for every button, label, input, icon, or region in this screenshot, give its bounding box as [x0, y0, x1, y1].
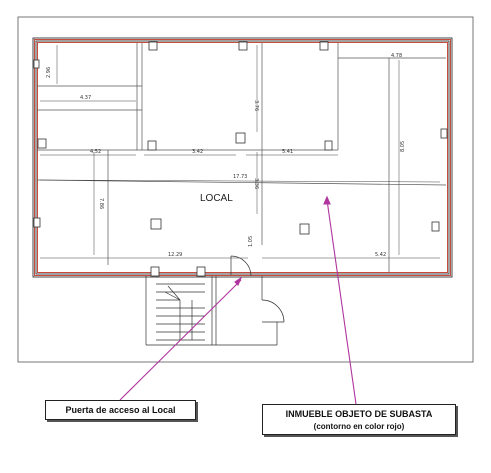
dim-top-right-horizontal: 4.78	[391, 53, 402, 59]
dim-mid-left-horizontal: 4.52	[90, 149, 101, 155]
outer-walls	[32, 37, 453, 278]
dim-mid-center-left: 3.42	[192, 149, 203, 155]
callout-door-access: Puerta de acceso al Local	[45, 400, 196, 420]
dim-left-vertical: 7.86	[98, 198, 104, 209]
property-red-contour	[34, 39, 451, 276]
entry-door	[230, 255, 252, 277]
structural-columns	[33, 41, 448, 277]
sheet-frame	[17, 16, 474, 363]
callout-property: INMUEBLE OBJETO DE SUBASTA (contorno en …	[262, 404, 456, 435]
dim-bottom-left-horizontal: 12.29	[168, 252, 182, 258]
dim-top-left-horizontal: 4.37	[80, 95, 91, 101]
interior-walls	[36, 43, 447, 272]
dim-full-width: 17.73	[233, 174, 247, 180]
dim-right-vertical: 8.05	[400, 141, 406, 152]
callout-pointers	[119, 195, 357, 405]
callout-door-text: Puerta de acceso al Local	[65, 405, 176, 415]
dim-top-middle-vertical: 3.76	[253, 100, 259, 111]
room-label-local: LOCAL	[200, 193, 233, 204]
dim-mid-center-right: 5.41	[282, 149, 293, 155]
dim-bottom-center-vertical: 1.05	[248, 236, 254, 247]
dim-top-left-vertical: 2.96	[46, 67, 52, 78]
dim-bottom-right-horizontal: 5.42	[375, 252, 386, 258]
dimension-lines	[39, 45, 441, 259]
stair-block	[145, 276, 285, 346]
callout-property-note: (contorno en color rojo)	[313, 422, 405, 431]
dim-center-vertical: 3.36	[253, 178, 259, 189]
callout-property-title: INMUEBLE OBJETO DE SUBASTA	[285, 409, 433, 419]
